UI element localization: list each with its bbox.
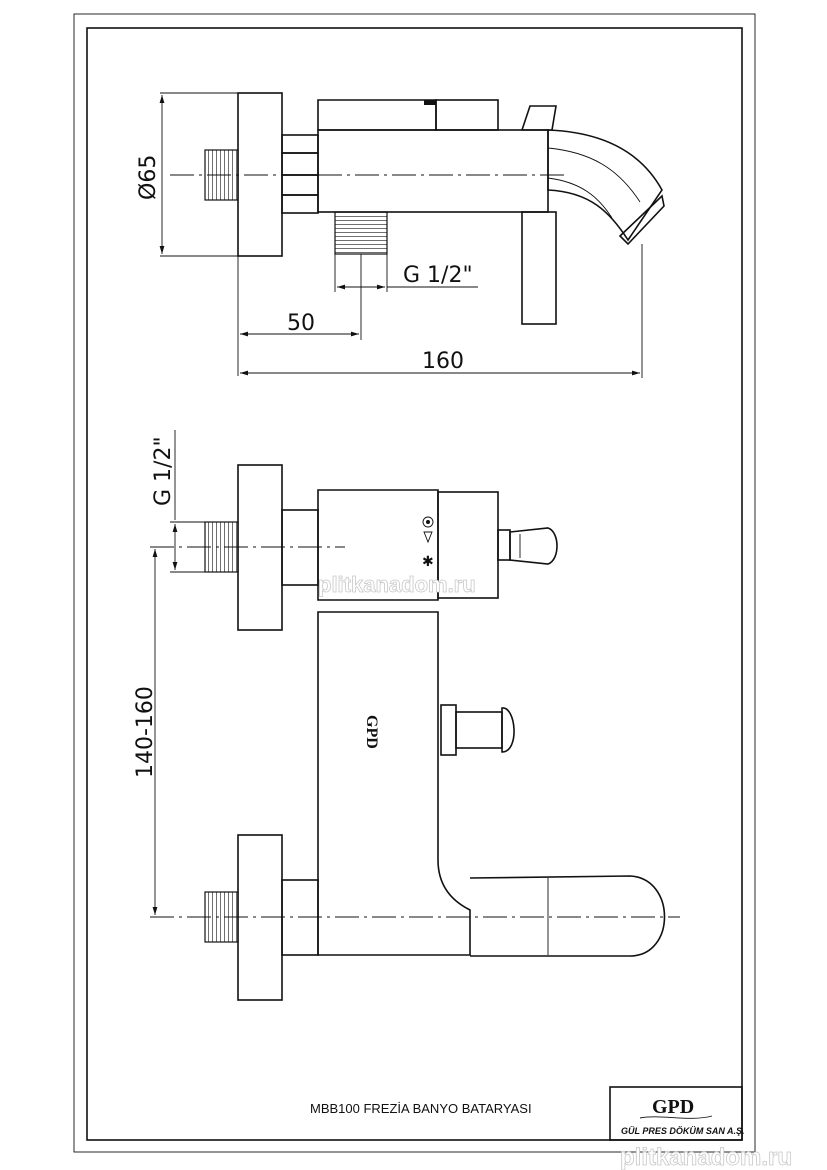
lever-handle — [509, 527, 558, 565]
company-name: GÜL PRES DÖKÜM SAN A.Ş. — [621, 1126, 745, 1136]
mixer-head — [317, 489, 439, 601]
product-label: MBB100 FREZİA BANYO BATARYASI — [310, 1101, 532, 1116]
watermark: plitkanadom.ru — [620, 1144, 792, 1170]
diverter-base — [440, 704, 457, 756]
watermark: plitkanadom.ru — [318, 572, 476, 597]
spout — [547, 129, 663, 242]
lever-handle — [520, 105, 557, 131]
diverter-knob — [501, 707, 515, 753]
outer-frame — [73, 13, 756, 1153]
connector — [281, 152, 319, 176]
inner-frame — [86, 27, 743, 1141]
logo-swoosh — [639, 1115, 713, 1119]
dim-length-label: 160 — [422, 349, 464, 374]
dim-offset-label: 50 — [287, 311, 315, 336]
wall-flange — [237, 92, 283, 257]
lever-stem — [497, 529, 511, 561]
connector-lower — [281, 879, 319, 956]
mixer-body — [317, 611, 471, 956]
hot-water-icon — [422, 516, 434, 528]
top-view: Ø65 G 1/2" 50 160 — [136, 92, 665, 378]
spout-contour — [547, 147, 641, 203]
hot-water-icon — [426, 520, 430, 524]
title-block: MBB100 FREZİA BANYO BATARYASI GPD GÜL PR… — [310, 1086, 745, 1141]
cold-water-icon: ✱ — [422, 554, 434, 570]
wall-flange-upper — [237, 464, 283, 631]
dim-spacing-label: 140-160 — [133, 686, 158, 778]
cartridge-cap — [317, 99, 437, 131]
dim-thread-label: G 1/2" — [403, 263, 473, 288]
connector — [281, 194, 319, 214]
shower-outlet-thread — [334, 211, 388, 255]
hot-cold-marker — [424, 100, 436, 105]
diverter-handle — [521, 211, 557, 325]
spout — [469, 875, 666, 957]
aerator — [618, 194, 665, 246]
body-logo: GPD — [363, 715, 380, 749]
logo-box — [609, 1086, 743, 1141]
brand-logo: GPD — [652, 1096, 694, 1118]
spout-contour — [547, 177, 613, 219]
dim-diameter-label: Ø65 — [136, 155, 161, 200]
connector — [281, 174, 319, 196]
connector-upper — [281, 509, 319, 586]
diverter-stem — [455, 711, 503, 749]
front-view: ✱ GPD G 1/2" 140-160 — [133, 430, 680, 1001]
wall-flange-lower — [237, 834, 283, 1001]
cartridge-housing — [435, 99, 499, 131]
connector — [281, 134, 319, 154]
direction-arrow-icon — [423, 531, 433, 544]
mixer-body — [317, 129, 549, 213]
dim-thread-front-label: G 1/2" — [151, 436, 176, 506]
